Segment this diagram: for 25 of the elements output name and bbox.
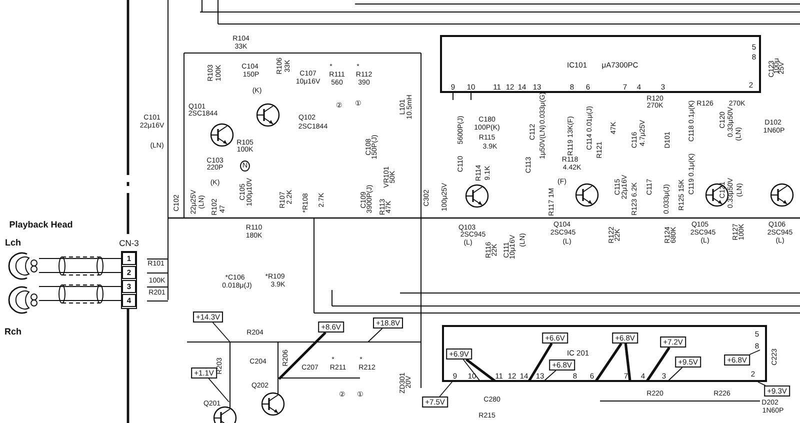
- leader-line: [462, 359, 480, 382]
- ic-block: [442, 325, 767, 382]
- leader-line: [208, 378, 230, 402]
- leader-line: [646, 346, 670, 382]
- leader-line: [668, 367, 683, 382]
- heading-label: Rch: [4, 328, 22, 336]
- leader-line: [624, 343, 632, 382]
- connector-label: CN-3: [119, 239, 139, 248]
- leader-line: [368, 328, 383, 342]
- cable-line: [38, 258, 122, 259]
- leader-line: [466, 358, 496, 382]
- leader-line: [528, 342, 553, 382]
- leader-line: [278, 332, 326, 380]
- cable-line: [38, 300, 122, 301]
- heading-label: Lch: [5, 238, 21, 248]
- leader-line: [544, 370, 556, 382]
- leader-line: [749, 350, 760, 355]
- leader-line: [212, 322, 230, 342]
- heading-label: Playback Head: [9, 220, 73, 230]
- cable-line: [439, 382, 452, 397]
- cable-line: [38, 286, 122, 287]
- cable-line: [38, 272, 122, 273]
- ic-block: [440, 35, 761, 93]
- cable-line: [758, 382, 766, 386]
- leader-line: [594, 342, 622, 382]
